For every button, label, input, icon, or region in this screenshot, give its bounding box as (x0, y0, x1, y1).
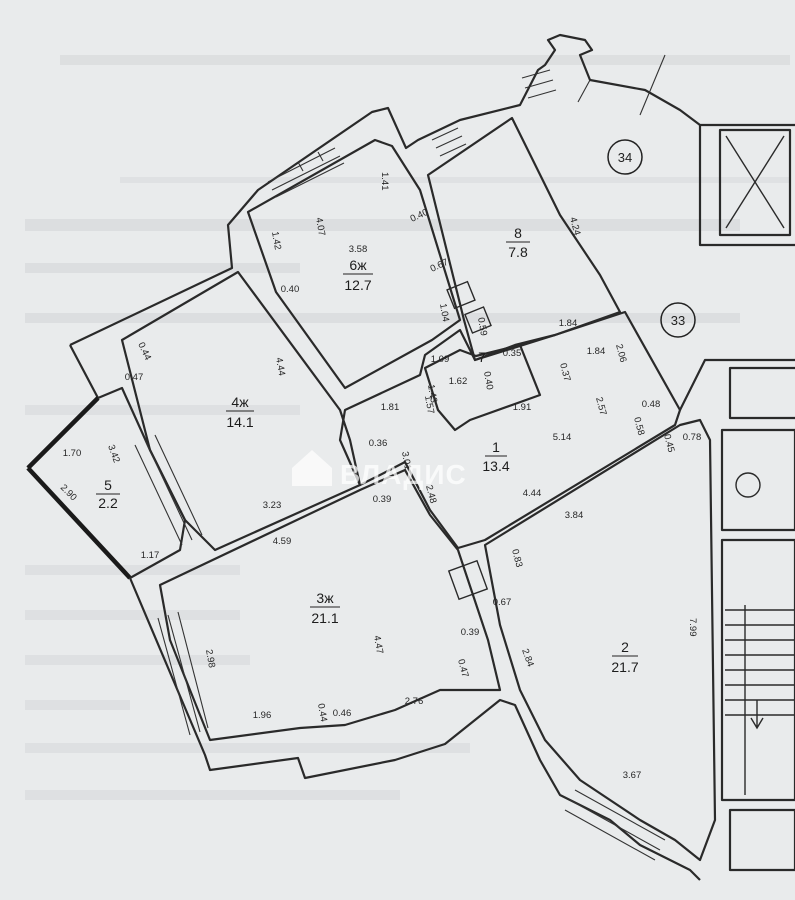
dim-label: 4.07 (313, 217, 327, 237)
dim-label: 1.42 (269, 231, 283, 251)
room-4-area: 14.1 (226, 414, 253, 430)
dim-label: 0.83 (509, 548, 524, 569)
dim-label: 0.36 (369, 438, 388, 449)
dim-label: 0.67 (429, 257, 450, 275)
dim-label: 4.44 (523, 488, 542, 499)
dim-label: 0.46 (333, 708, 352, 719)
dim-label: 0.35 (503, 348, 522, 359)
dim-label: 0.67 (493, 597, 512, 608)
dim-label: 1.96 (253, 710, 272, 721)
dim-label: 2.06 (613, 343, 628, 364)
dim-label: 3.01 (399, 451, 413, 471)
marker-badge-34: 34 (607, 139, 643, 175)
dim-label: 4.24 (567, 216, 582, 237)
room-3-area: 21.1 (311, 610, 338, 626)
room-8-label: 8 7.8 (506, 225, 530, 260)
room-1-number: 1 (492, 439, 500, 455)
room-5-number: 5 (104, 477, 112, 493)
marker-badge-33-label: 33 (671, 313, 685, 328)
room-6-area: 12.7 (344, 277, 371, 293)
dim-label: 1.41 (379, 172, 390, 191)
dim-label: 1.70 (63, 448, 82, 459)
room-7-label: 7 (478, 349, 486, 365)
dim-label: 4.44 (273, 357, 287, 377)
dim-label: 0.39 (373, 494, 392, 505)
room-6-number: 6ж (349, 257, 367, 273)
dim-label: 0.44 (135, 341, 153, 362)
room-8-number: 8 (514, 225, 522, 241)
room-6-label: 6ж 12.7 (343, 257, 373, 293)
dim-label: 3.67 (623, 770, 642, 781)
room-5-label: 5 2.2 (96, 477, 120, 511)
dim-label: 1.17 (141, 550, 160, 561)
dim-label: 0.47 (125, 372, 144, 383)
dim-label: 3.42 (105, 443, 122, 464)
dim-label: 2.98 (203, 649, 217, 669)
room-5-area: 2.2 (98, 495, 118, 511)
dim-label: 0.44 (315, 703, 329, 723)
dim-label: 0.39 (461, 627, 480, 638)
dim-label: 1.84 (587, 346, 606, 357)
windows (134, 54, 666, 861)
dim-label: 2.57 (593, 396, 608, 417)
dim-label: 5.14 (553, 432, 572, 443)
dim-label: 4.47 (371, 635, 385, 655)
dim-label: 0.48 (642, 399, 661, 410)
room-4-label: 4ж 14.1 (226, 394, 254, 430)
dim-label: 1.62 (449, 376, 468, 387)
watermark: ВЛАДИС (292, 450, 467, 490)
dim-label: 2.90 (58, 482, 79, 503)
dim-label: 1.57 (422, 395, 436, 415)
room-8-area: 7.8 (508, 244, 528, 260)
dim-label: 0.78 (683, 432, 702, 443)
background-form-lines (25, 55, 790, 800)
dim-label: 0.45 (661, 433, 676, 454)
room-2-label: 2 21.7 (611, 639, 638, 675)
room-1-area: 13.4 (482, 458, 509, 474)
dim-label: 1.81 (381, 402, 400, 413)
room-3-label: 3ж 21.1 (310, 590, 340, 626)
dim-label: 0.59 (475, 317, 489, 337)
dim-label: 2.48 (423, 484, 438, 505)
house-icon (292, 450, 332, 486)
dim-label: 3.58 (349, 244, 368, 255)
dim-label: 0.47 (455, 658, 470, 679)
dim-label: 1.04 (437, 303, 451, 323)
dim-label: 0.37 (557, 362, 572, 383)
room-2-area: 21.7 (611, 659, 638, 675)
dim-label: 4.59 (273, 536, 292, 547)
dim-label: 7.99 (687, 618, 698, 637)
room-2-number: 2 (621, 639, 629, 655)
dim-label: 2.76 (405, 696, 424, 707)
room-3-number: 3ж (316, 590, 334, 606)
dim-label: 3.84 (565, 510, 584, 521)
watermark-text: ВЛАДИС (340, 459, 467, 490)
dim-label: 0.40 (481, 371, 495, 391)
dim-label: 0.58 (631, 416, 646, 437)
dim-label: 1.09 (431, 354, 450, 365)
dim-label: 3.23 (263, 500, 282, 511)
dim-label: 1.43 (425, 384, 439, 404)
dim-label: 1.91 (513, 402, 532, 413)
dim-label: 0.40 (281, 284, 300, 295)
room-1-label: 1 13.4 (482, 439, 509, 474)
interior-walls (97, 116, 795, 872)
dim-label: 2.84 (519, 647, 536, 668)
marker-badge-34-label: 34 (618, 150, 632, 165)
room-7-number: 7 (478, 349, 486, 365)
room-4-number: 4ж (231, 394, 249, 410)
dim-label: 1.84 (559, 318, 578, 329)
marker-badge-33: 33 (660, 302, 696, 338)
room-labels: 1 13.4 2 21.7 3ж 21.1 4ж 14.1 5 2.2 6ж 1… (96, 225, 639, 675)
